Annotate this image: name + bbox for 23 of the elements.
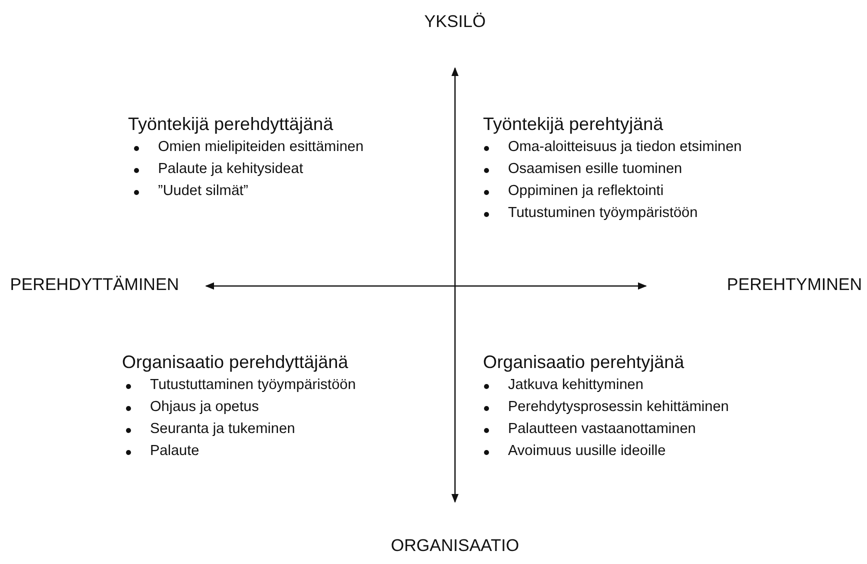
axis-label: ORGANISAATIO xyxy=(390,536,520,556)
list-item: Palaute ja kehitysideat xyxy=(158,161,304,178)
quadrant-heading: Organisaatio perehtyjänä xyxy=(483,352,684,374)
list-item: Oma-aloitteisuus ja tiedon etsiminen xyxy=(508,139,742,156)
quadrant-heading: Työntekijä perehtyjänä xyxy=(483,114,664,136)
list-item: Tutustuminen työympäristöön xyxy=(508,205,698,222)
list-item: Palaute xyxy=(150,443,200,460)
list-item: Jatkuva kehittyminen xyxy=(508,377,644,394)
list-item: Tutustuttaminen työympäristöön xyxy=(150,377,356,394)
axis-label: PEREHDYTTÄMINEN xyxy=(10,275,180,296)
list-item: Seuranta ja tukeminen xyxy=(150,421,296,438)
quadrant-heading: Työntekijä perehdyttäjänä xyxy=(128,114,334,136)
list-item: Oppiminen ja reflektointi xyxy=(508,183,664,200)
list-item: ”Uudet silmät” xyxy=(158,183,248,200)
axis-label: PEREHTYMINEN xyxy=(726,275,862,296)
list-item: Palautteen vastaanottaminen xyxy=(508,421,696,438)
list-item: Osaamisen esille tuominen xyxy=(508,161,682,178)
list-item: Omien mielipiteiden esittäminen xyxy=(158,139,364,156)
axis-label: YKSILÖ xyxy=(424,12,486,32)
quadrant-heading: Organisaatio perehdyttäjänä xyxy=(122,352,348,374)
list-item: Perehdytysprosessin kehittäminen xyxy=(508,399,729,416)
list-item: Ohjaus ja opetus xyxy=(150,399,259,416)
list-item: Avoimuus uusille ideoille xyxy=(508,443,666,460)
